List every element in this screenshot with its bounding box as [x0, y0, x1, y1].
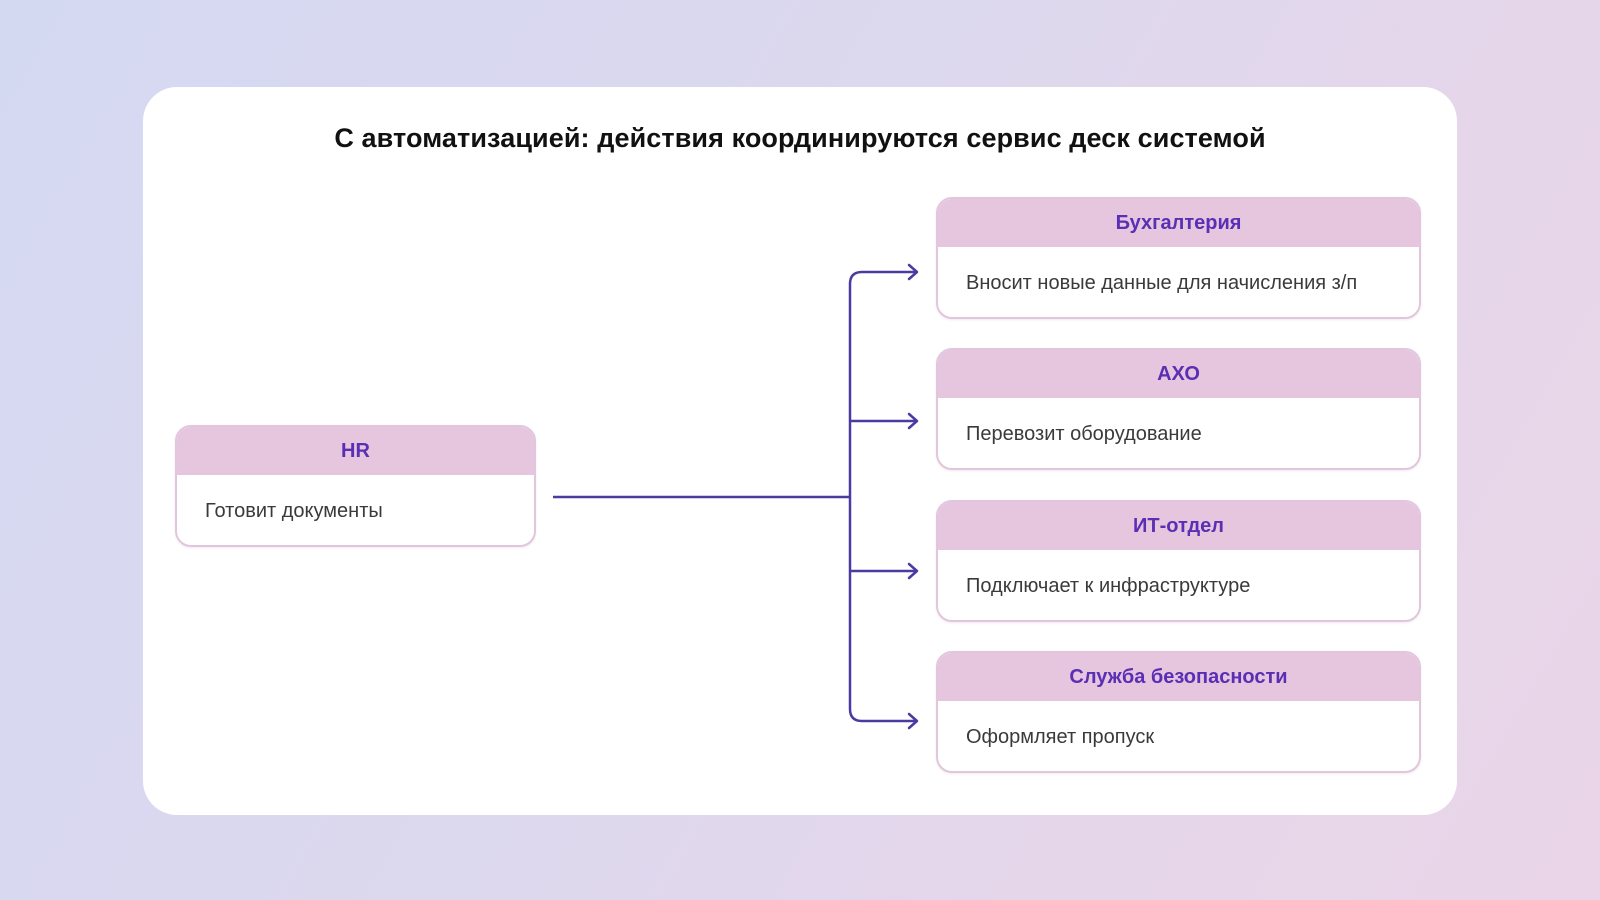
target-box-action: Вносит новые данные для начисления з/п	[966, 271, 1358, 294]
target-box-action: Оформляет пропуск	[966, 725, 1155, 748]
branch-arrow-1	[848, 270, 917, 285]
target-box-action: Подключает к инфраструктуре	[966, 574, 1251, 597]
source-box-title: HR	[177, 427, 534, 475]
diagram-card: С автоматизацией: действия координируютс…	[143, 87, 1457, 815]
target-box-security: Служба безопасности Оформляет пропуск	[936, 651, 1421, 773]
source-box-hr: HR Готовит документы	[175, 425, 536, 547]
arrowhead-3	[907, 562, 919, 580]
arrowhead-2	[907, 412, 919, 430]
target-box-it: ИТ-отдел Подключает к инфраструктуре	[936, 500, 1421, 622]
target-box-admin: АХО Перевозит оборудование	[936, 348, 1421, 470]
target-box-action: Перевозит оборудование	[966, 422, 1202, 445]
source-box-action: Готовит документы	[205, 499, 383, 522]
target-box-accounting: Бухгалтерия Вносит новые данные для начи…	[936, 197, 1421, 319]
target-box-title: АХО	[938, 350, 1419, 398]
arrowhead-4	[907, 712, 919, 730]
diagram-title: С автоматизацией: действия координируютс…	[334, 123, 1266, 153]
target-box-title: Бухгалтерия	[938, 199, 1419, 247]
branch-arrow-4	[848, 708, 917, 723]
arrowhead-1	[907, 263, 919, 281]
target-box-title: Служба безопасности	[938, 653, 1419, 701]
target-box-title: ИТ-отдел	[938, 502, 1419, 550]
